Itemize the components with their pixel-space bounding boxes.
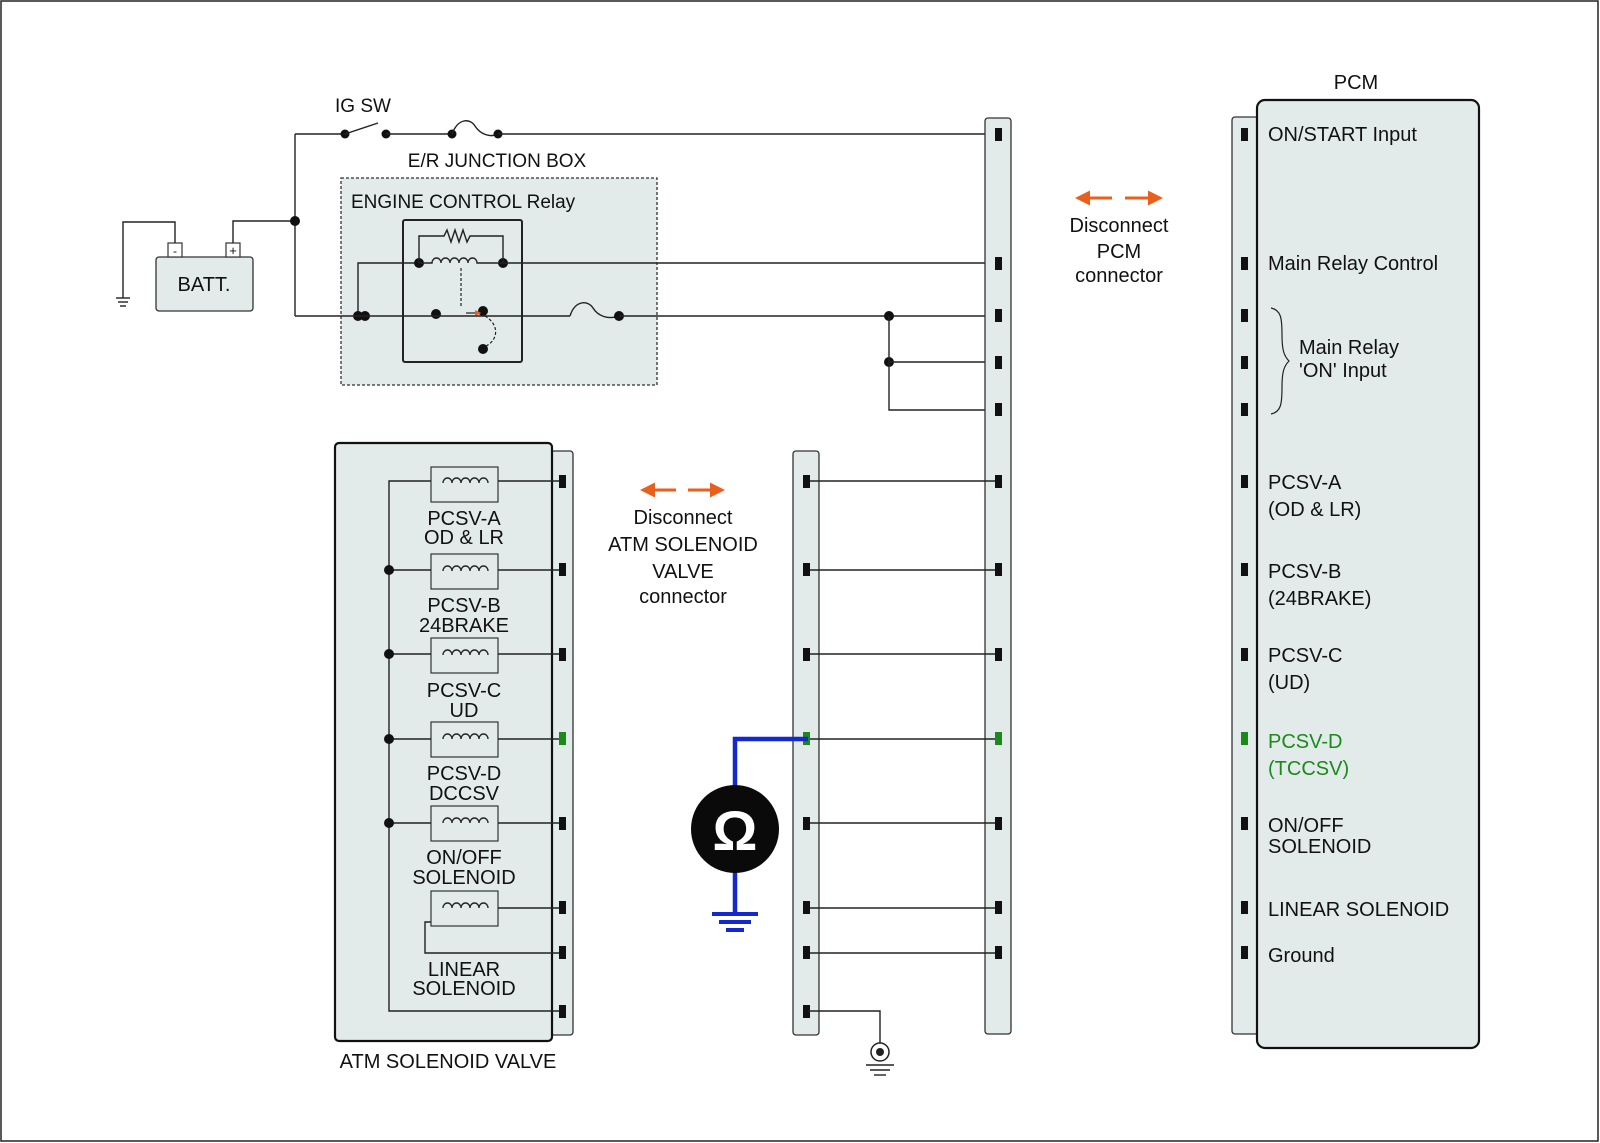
disconnect-atm-line3: VALVE	[652, 561, 714, 583]
pcm-pin-pcsv-d-line2: (TCCSV)	[1268, 758, 1349, 780]
engine-control-relay	[353, 219, 523, 363]
coil-pcsv-c-name: PCSV-C	[427, 680, 501, 702]
disconnect-atm-line1: Disconnect	[634, 507, 733, 529]
coil-pcsv-b-sub: 24BRAKE	[419, 615, 509, 637]
battery-neg-terminal: -	[173, 244, 177, 258]
relay-label: ENGINE CONTROL Relay	[351, 192, 576, 213]
solenoid-valve-title: ATM SOLENOID VALVE	[340, 1051, 557, 1073]
ig-switch-label: IG SW	[335, 96, 391, 117]
ohmmeter-probe-wire	[712, 736, 808, 932]
coil-pcsv-c-sub: UD	[450, 700, 479, 722]
pcm-pin-ground: Ground	[1268, 945, 1335, 967]
disconnect-pcm-line1: Disconnect	[1070, 215, 1169, 237]
pcm-pin-pcsv-b-line1: PCSV-B	[1268, 561, 1341, 583]
pcm-title: PCM	[1334, 72, 1378, 94]
disconnect-atm-line4: connector	[639, 586, 727, 608]
battery-pos-terminal: +	[229, 243, 237, 258]
chassis-ground-symbol	[808, 1010, 894, 1076]
pcm-pin-pcsv-a-line2: (OD & LR)	[1268, 499, 1361, 521]
coil-linear-sub: SOLENOID	[412, 978, 515, 1000]
coil-onoff-name: ON/OFF	[426, 847, 502, 869]
coil-pcsv-b: PCSV-B 24BRAKE	[384, 553, 563, 637]
coil-onoff-sub: SOLENOID	[412, 867, 515, 889]
pcm-pin-pcsv-c-line1: PCSV-C	[1268, 645, 1342, 667]
pcm-pin-main-relay-on-line1: Main Relay	[1299, 337, 1399, 359]
coil-pcsv-d: PCSV-D DCCSV	[384, 721, 563, 805]
pcm-pin-onoff-line1: ON/OFF	[1268, 815, 1344, 837]
main-relay-on-brace	[1270, 307, 1290, 415]
coil-pcsv-a-name: PCSV-A	[427, 508, 501, 530]
coil-pcsv-d-name: PCSV-D	[427, 763, 501, 785]
pcm-pin-on-start: ON/START Input	[1268, 124, 1417, 146]
ig-fuse	[447, 120, 503, 139]
pcm-pin-onoff-line2: SOLENOID	[1268, 836, 1371, 858]
coil-pcsv-d-sub: DCCSV	[429, 783, 500, 805]
pcm-pin-pcsv-d-line1: PCSV-D	[1268, 731, 1342, 753]
battery-label: BATT.	[178, 274, 231, 296]
coil-pcsv-a: PCSV-A OD & LR	[424, 466, 563, 549]
disconnect-pcm-line2: PCM	[1097, 241, 1141, 263]
coil-linear-name: LINEAR	[428, 959, 500, 981]
ohmmeter: Ω	[691, 785, 779, 873]
pcm-body	[1255, 98, 1481, 1050]
pcm-pin-linear-solenoid: LINEAR SOLENOID	[1268, 899, 1449, 921]
ig-switch: IG SW	[295, 96, 391, 139]
pcm-pin-pcsv-b-line2: (24BRAKE)	[1268, 588, 1371, 610]
pcm-pin-main-relay-on-line2: 'ON' Input	[1299, 360, 1387, 382]
coil-pcsv-b-name: PCSV-B	[427, 595, 500, 617]
pcm-pin-pcsv-a-line1: PCSV-A	[1268, 472, 1342, 494]
battery-ground-symbol	[116, 221, 176, 307]
pcm-harness-pins	[995, 128, 1002, 959]
pcm-pin-pcsv-c-line2: (UD)	[1268, 672, 1310, 694]
disconnect-pcm-line3: connector	[1075, 265, 1163, 287]
disconnect-atm-line2: ATM SOLENOID	[608, 534, 758, 556]
junction-box-label: E/R JUNCTION BOX	[408, 151, 587, 172]
coil-pcsv-a-sub: OD & LR	[424, 527, 504, 549]
pcm-pins	[1241, 128, 1248, 959]
junction-box-panel	[340, 177, 658, 386]
ohm-icon: Ω	[713, 799, 758, 862]
battery: - + BATT.	[155, 242, 254, 312]
coil-onoff-solenoid: ON/OFF SOLENOID	[384, 805, 563, 889]
coil-pcsv-c: PCSV-C UD	[384, 637, 563, 722]
coil-linear-solenoid: LINEAR SOLENOID	[412, 890, 563, 1000]
solenoid-valve-pins	[559, 475, 566, 1018]
pcm-pin-main-relay-control: Main Relay Control	[1268, 253, 1438, 275]
